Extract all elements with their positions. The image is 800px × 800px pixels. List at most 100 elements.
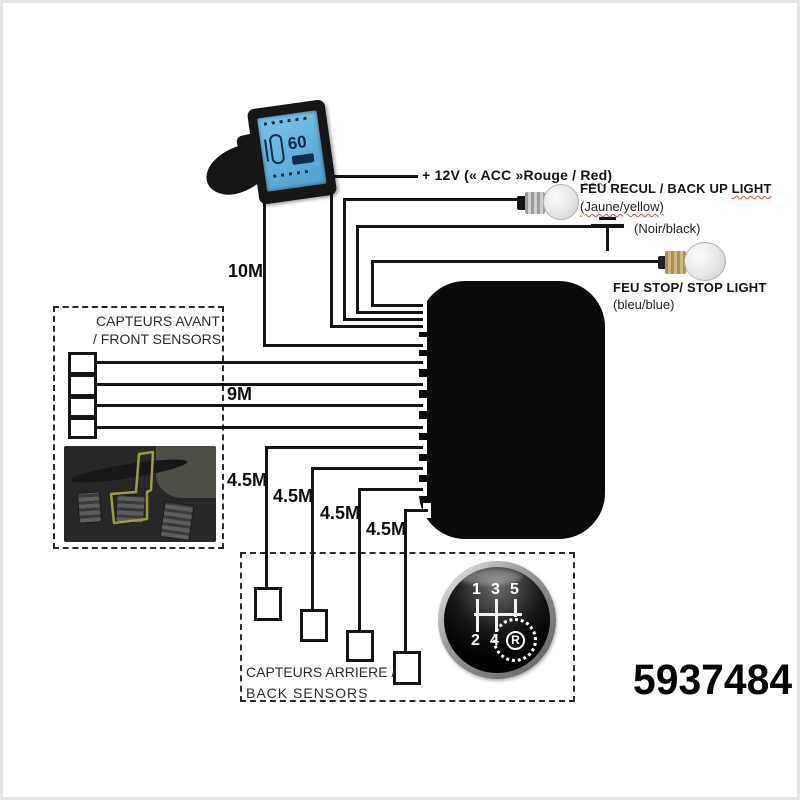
connector-notch (419, 440, 427, 454)
wire-front-sensor-4 (96, 426, 423, 429)
wire-rear-3-horizontal (358, 488, 423, 491)
lcd-distance-value: 60 (286, 131, 308, 154)
wire-rear-2-vertical (311, 467, 314, 611)
front-sensor-1 (68, 352, 97, 375)
wire-stop-bottom (371, 304, 423, 307)
pedals-photo (64, 446, 216, 542)
wire-backup-bottom (343, 318, 423, 321)
connector-notch (419, 482, 427, 496)
power-label-voltage: + 12V (422, 167, 460, 183)
lcd-car-icon (268, 133, 286, 165)
cable-length-display: 10M (228, 261, 264, 281)
wire-ground-vertical (356, 225, 359, 313)
cable-length-rear-2: 4.5M (273, 486, 314, 506)
lcd-top-ticks (263, 116, 308, 126)
footwell-highlight (156, 446, 216, 498)
gear-5: 5 (510, 581, 519, 598)
ground-icon-bar-main (591, 224, 624, 228)
shift-pattern-v2 (495, 599, 498, 632)
rear-sensor-1 (254, 587, 282, 621)
rear-sensor-4 (393, 651, 421, 685)
bulb-glass (684, 242, 726, 281)
display-monitor: 60 (246, 99, 338, 205)
backup-light-title-end: LIGHT (731, 181, 772, 196)
wire-ground-top (356, 225, 593, 228)
wire-display-horizontal (263, 344, 423, 347)
cable-length-front: 9M (227, 384, 253, 404)
backup-light-color: (Jaune/yellow) (580, 199, 664, 214)
wire-front-sensor-1 (96, 361, 423, 364)
backup-light-label: FEU RECUL / BACK UP LIGHT (580, 181, 772, 196)
power-label-red: Red) (580, 167, 613, 183)
gear-reverse: R (506, 631, 525, 650)
shift-pattern-hline (474, 613, 522, 616)
gear-1: 1 (472, 581, 481, 598)
rear-sensor-2 (300, 609, 328, 642)
cable-length-rear-4: 4.5M (366, 519, 407, 539)
stop-light-color: (bleu/blue) (613, 297, 675, 312)
rear-sensor-3 (346, 630, 374, 662)
display-screen: 60 (257, 110, 327, 192)
control-unit-box (419, 281, 605, 539)
gear-shift-knob: 1 3 5 2 4 R (438, 561, 556, 679)
bulb-cap (658, 256, 666, 269)
shift-pattern-v1 (476, 599, 479, 632)
ground-icon-stem (606, 227, 609, 251)
wire-display-vertical (263, 200, 266, 347)
wire-rear-1-vertical (265, 446, 268, 589)
bulb-base (665, 251, 686, 274)
wire-ground-bottom (356, 311, 423, 314)
connector-notch (419, 299, 427, 332)
wire-rear-1-horizontal (265, 446, 423, 449)
front-sensors-label-line1: CAPTEURS AVANT (96, 313, 220, 329)
wire-front-sensor-3 (96, 404, 423, 407)
connector-notch (419, 419, 427, 433)
rear-sensors-label-line1: CAPTEURS ARRIERE / (246, 664, 396, 680)
knob-gloss (458, 569, 522, 585)
brake-highlight-outline (109, 450, 155, 525)
rear-sensors-label-line2: BACK SENSORS (246, 685, 369, 701)
gear-2: 2 (471, 632, 480, 649)
front-sensor-4 (68, 417, 97, 439)
gear-3: 3 (491, 581, 500, 598)
wire-12v-bottom (330, 325, 423, 328)
connector-notch (419, 377, 427, 390)
lcd-bottom-ticks (272, 169, 314, 178)
ground-label: (Noir/black) (634, 221, 701, 236)
cable-length-rear-1: 4.5M (227, 470, 268, 490)
part-number: 5937484 (633, 656, 793, 704)
wire-12v-top (330, 175, 418, 178)
stop-light-label: FEU STOP/ STOP LIGHT (613, 280, 767, 295)
connector-notch (419, 461, 427, 475)
lcd-left-arc (264, 139, 270, 162)
backup-light-title: FEU RECUL / BACK UP (580, 181, 732, 196)
lcd-bar (291, 153, 315, 166)
wire-rear-2-horizontal (311, 467, 423, 470)
rear-sensors-box (240, 552, 575, 702)
power-label: + 12V (« ACC »Rouge / Red) (422, 167, 612, 183)
power-label-detail: (« ACC »Rouge / (464, 167, 581, 183)
wire-front-sensor-2 (96, 383, 423, 386)
bulb-cap (517, 196, 526, 210)
bulb-glass (543, 184, 579, 220)
cable-length-rear-3: 4.5M (320, 503, 361, 523)
wire-rear-4-horizontal (404, 509, 428, 512)
connector-notch (419, 337, 427, 350)
wire-rear-3-vertical (358, 488, 361, 633)
connector-notch (419, 356, 427, 369)
ground-icon-bar-top (599, 217, 616, 220)
wire-12v-vertical (330, 175, 333, 328)
wire-backup-top (343, 198, 519, 201)
wire-backup-vertical (343, 198, 346, 321)
gear-knob-face: 1 3 5 2 4 R (444, 567, 550, 673)
wire-stop-top (371, 260, 661, 263)
backup-light-bulb-icon (517, 184, 579, 221)
stop-light-bulb-icon (658, 242, 726, 282)
bulb-base (525, 192, 545, 214)
front-sensors-label-line2: / FRONT SENSORS (93, 331, 222, 347)
wire-stop-vertical (371, 260, 374, 306)
wire-rear-4-vertical (404, 509, 407, 653)
shift-pattern-v3 (514, 599, 517, 617)
reverse-dotted-circle (493, 618, 537, 662)
